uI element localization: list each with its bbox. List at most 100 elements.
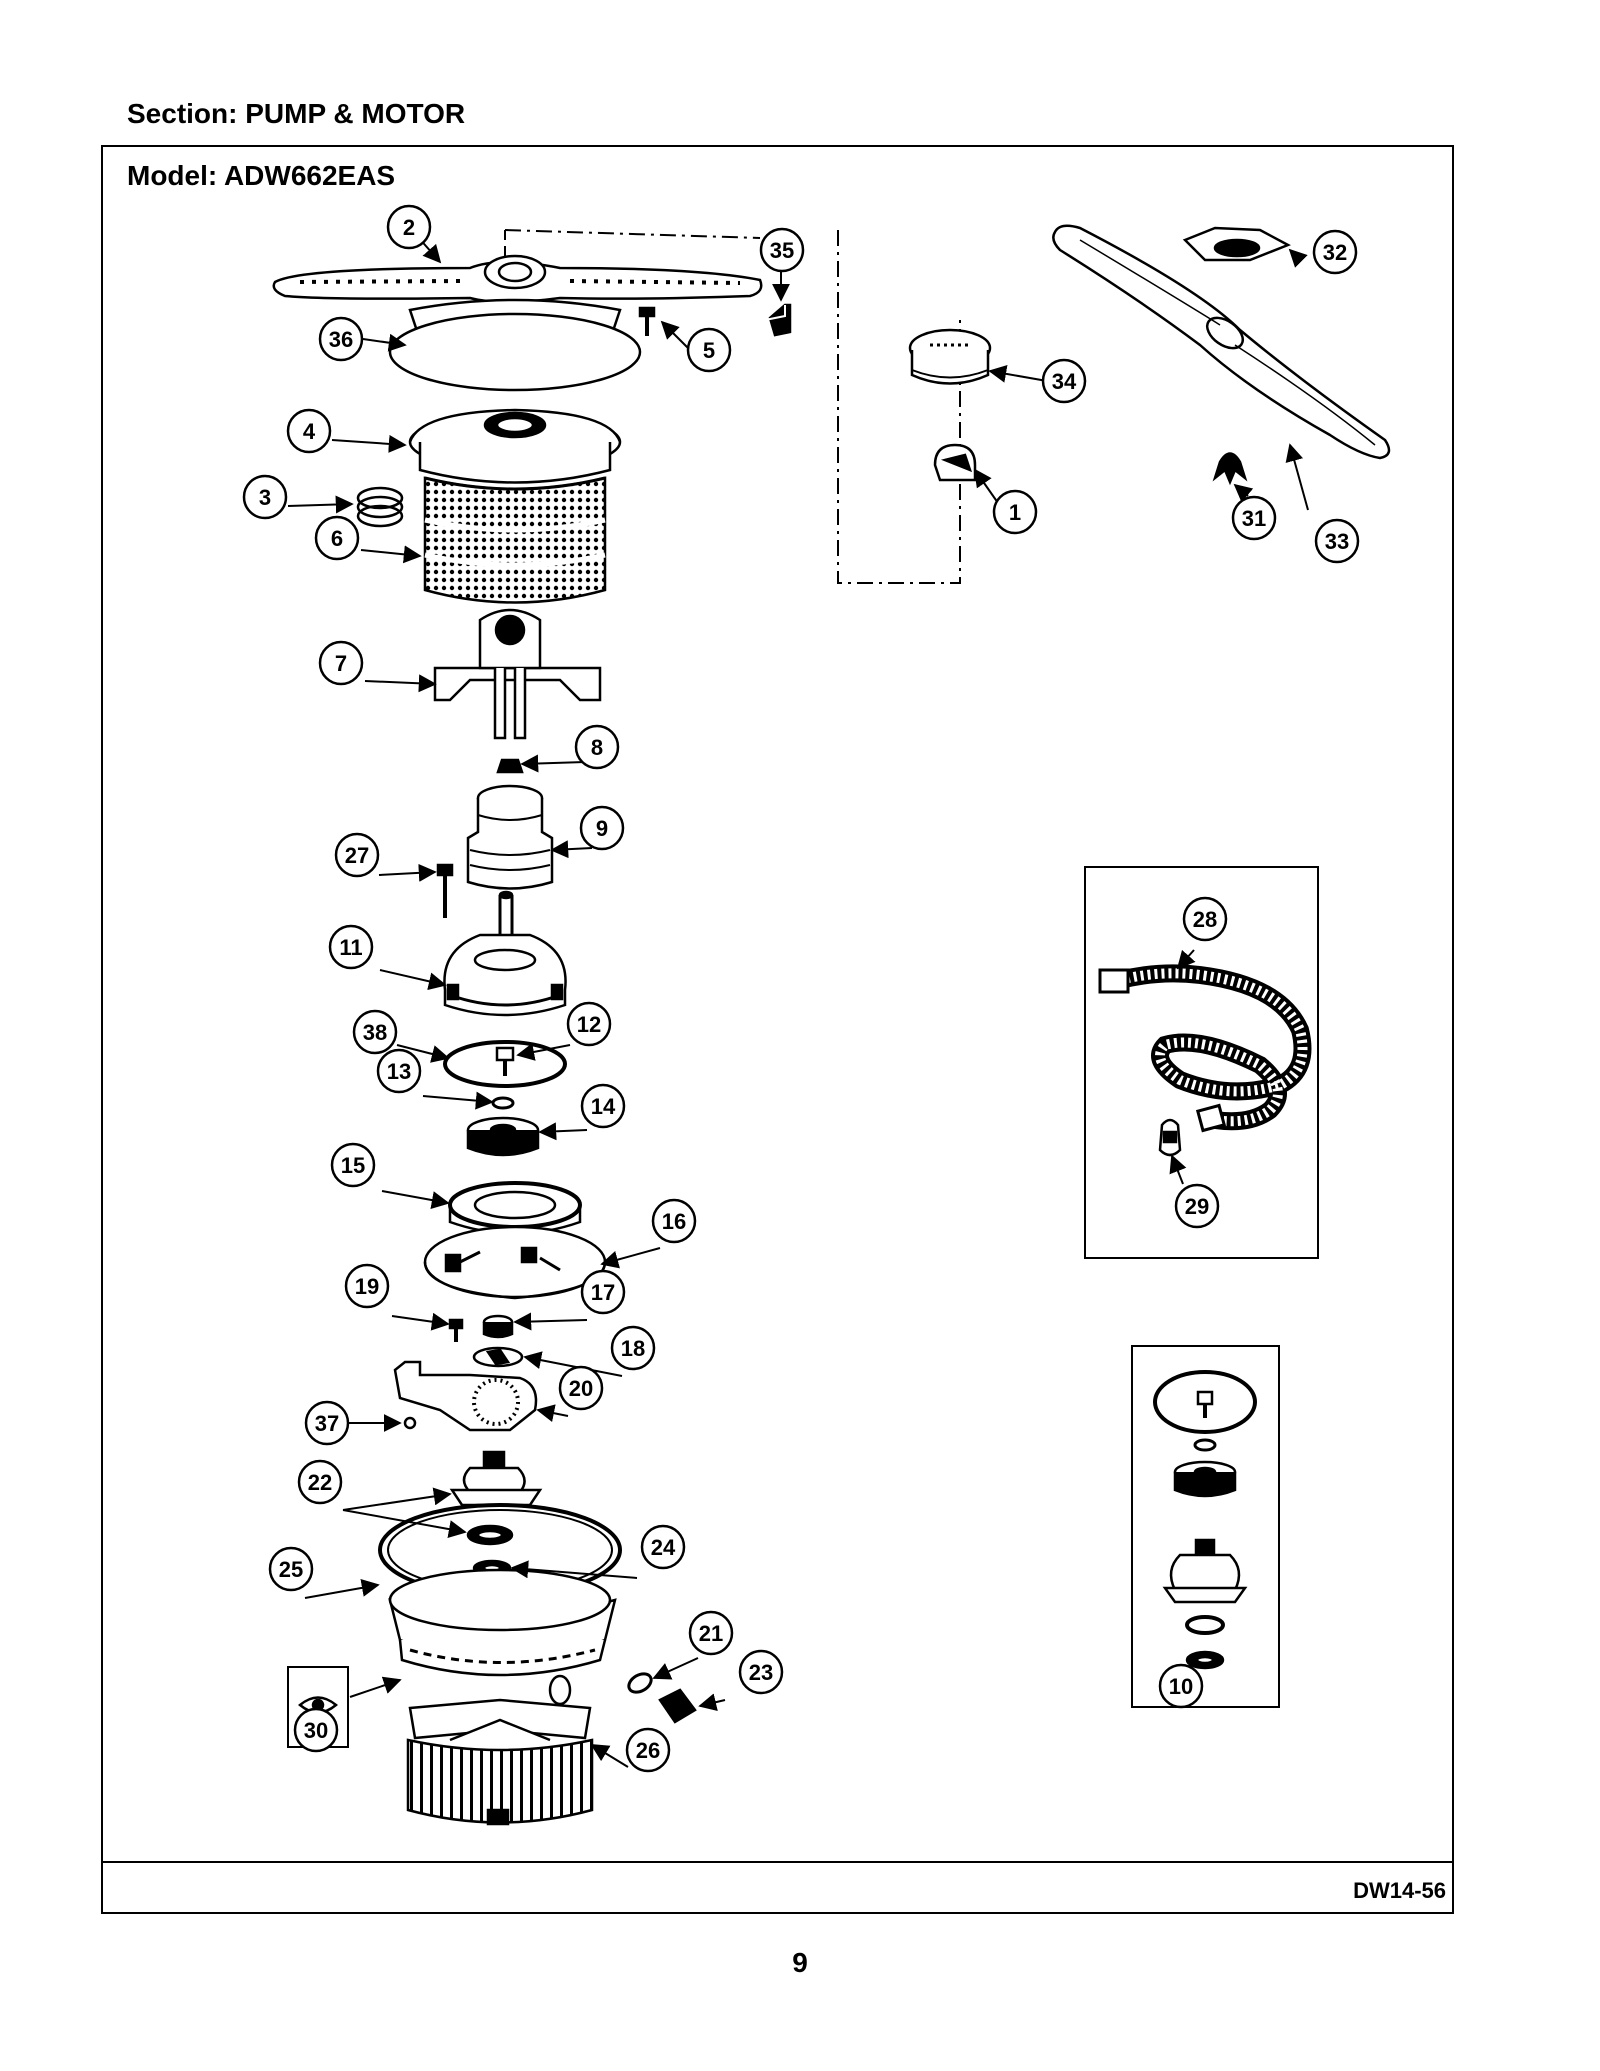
svg-text:29: 29 <box>1185 1194 1209 1219</box>
bottom-plate <box>423 1225 607 1300</box>
svg-text:10: 10 <box>1169 1674 1193 1699</box>
callout-37: 37 <box>304 1400 350 1446</box>
callout-29: 29 <box>1174 1183 1220 1229</box>
clip <box>768 303 792 337</box>
callout-19: 19 <box>344 1263 390 1309</box>
o-ring-21 <box>627 1672 653 1694</box>
svg-text:18: 18 <box>621 1336 645 1361</box>
callout-27: 27 <box>334 832 380 878</box>
leader-lines <box>287 236 1309 1768</box>
shaft-seal-22 <box>449 1450 543 1546</box>
callout-2: 2 <box>386 204 432 250</box>
callout-34: 34 <box>1041 358 1087 404</box>
svg-text:9: 9 <box>596 816 608 841</box>
svg-text:14: 14 <box>591 1094 616 1119</box>
svg-text:7: 7 <box>335 651 347 676</box>
callout-6: 6 <box>314 515 360 561</box>
section-title: Section: PUMP & MOTOR <box>127 98 466 129</box>
page-number: 9 <box>792 1947 808 1978</box>
callout-38: 38 <box>352 1009 398 1055</box>
screw-19 <box>448 1318 464 1342</box>
callouts: 1 2 3 4 5 6 7 8 9 10 11 12 13 14 15 16 1… <box>242 204 1360 1773</box>
callout-28: 28 <box>1182 896 1228 942</box>
footer-divider <box>101 1861 1454 1863</box>
washer-13 <box>491 1096 515 1110</box>
callout-12: 12 <box>566 1001 612 1047</box>
svg-text:19: 19 <box>355 1274 379 1299</box>
callout-5: 5 <box>686 327 732 373</box>
svg-text:36: 36 <box>329 327 353 352</box>
callout-36: 36 <box>318 316 364 362</box>
callout-1: 1 <box>992 489 1038 535</box>
svg-text:3: 3 <box>259 485 271 510</box>
callout-33: 33 <box>1314 518 1360 564</box>
callout-13: 13 <box>376 1048 422 1094</box>
svg-text:33: 33 <box>1325 529 1349 554</box>
callout-20: 20 <box>558 1365 604 1411</box>
svg-text:27: 27 <box>345 843 369 868</box>
callout-23: 23 <box>738 1649 784 1695</box>
svg-text:31: 31 <box>1242 506 1266 531</box>
impeller-14 <box>466 1116 540 1157</box>
disc-18 <box>472 1346 524 1368</box>
upper-spray-arm <box>1052 224 1391 460</box>
drain-hose-inset <box>1084 866 1319 1259</box>
svg-text:21: 21 <box>699 1621 723 1646</box>
svg-text:8: 8 <box>591 735 603 760</box>
upper-arm-cap <box>1182 226 1291 262</box>
lower-spray-arm <box>272 254 763 304</box>
callout-15: 15 <box>330 1142 376 1188</box>
svg-text:6: 6 <box>331 526 343 551</box>
bracket-plate <box>393 1360 538 1432</box>
callout-14: 14 <box>580 1083 626 1129</box>
callout-31: 31 <box>1231 495 1277 541</box>
svg-text:16: 16 <box>662 1209 686 1234</box>
filter-cover <box>408 408 622 484</box>
callout-18: 18 <box>610 1325 656 1371</box>
svg-text:11: 11 <box>339 935 362 960</box>
reference-code: DW14-56 <box>1353 1878 1446 1903</box>
svg-text:20: 20 <box>569 1376 593 1401</box>
callout-24: 24 <box>640 1524 686 1570</box>
bolt-27 <box>436 863 454 918</box>
callout-26: 26 <box>625 1727 671 1773</box>
svg-text:24: 24 <box>651 1535 676 1560</box>
screw-12 <box>495 1046 515 1076</box>
upper-spray-hub <box>908 328 992 385</box>
callout-22: 22 <box>297 1459 343 1505</box>
spray-arm-hub-plate <box>388 298 642 392</box>
nozzle-1 <box>933 443 977 482</box>
callout-4: 4 <box>286 408 332 454</box>
pump-kit-inset <box>1131 1345 1280 1708</box>
seal-ring-15 <box>448 1181 582 1235</box>
svg-text:32: 32 <box>1323 240 1347 265</box>
o-ring-38 <box>443 1040 567 1088</box>
drain-hose <box>1098 964 1312 1133</box>
svg-text:34: 34 <box>1052 369 1077 394</box>
svg-text:28: 28 <box>1193 907 1217 932</box>
hub-sleeve <box>466 784 554 890</box>
model-title: Model: ADW662EAS <box>127 160 396 191</box>
svg-text:22: 22 <box>308 1470 332 1495</box>
svg-text:17: 17 <box>591 1280 615 1305</box>
screw-5 <box>638 306 656 336</box>
svg-text:25: 25 <box>279 1557 303 1582</box>
bushing-17 <box>482 1314 514 1339</box>
part-drawings <box>272 224 1391 1826</box>
motor <box>406 1698 594 1826</box>
callout-16: 16 <box>651 1198 697 1244</box>
svg-text:37: 37 <box>315 1411 339 1436</box>
callout-7: 7 <box>318 640 364 686</box>
callout-30: 30 <box>293 1707 339 1753</box>
spring <box>356 486 404 528</box>
svg-text:13: 13 <box>387 1059 411 1084</box>
insert <box>496 758 524 774</box>
svg-text:1: 1 <box>1009 500 1021 525</box>
callout-21: 21 <box>688 1610 734 1656</box>
callout-35: 35 <box>759 227 805 273</box>
callout-32: 32 <box>1312 229 1358 275</box>
callout-9: 9 <box>579 805 625 851</box>
hose-clamp-29 <box>1158 1118 1182 1157</box>
callout-17: 17 <box>580 1269 626 1315</box>
